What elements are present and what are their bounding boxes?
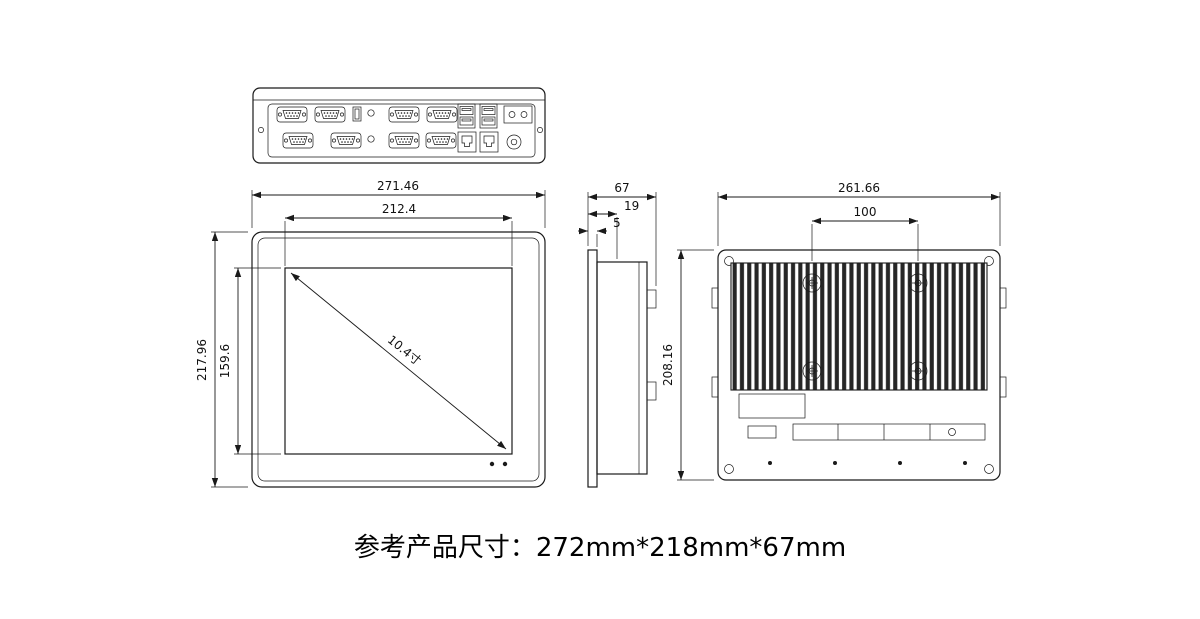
front-view: 10.4寸 271.46 212.4 217.96 (195, 179, 546, 488)
dim-front-overall-width: 271.46 (251, 179, 546, 228)
svg-text:271.46: 271.46 (377, 179, 419, 193)
svg-text:217.96: 217.96 (195, 339, 209, 381)
corner-screw-icon (984, 256, 994, 266)
mount-clamp (646, 289, 657, 309)
dc-power-jack (506, 134, 522, 150)
terminal-block (503, 105, 533, 124)
bottom-screw-icon (768, 461, 772, 465)
screen-area (284, 267, 513, 455)
db9-serial-port (314, 106, 346, 123)
reference-size-caption: 参考产品尺寸：272mm*218mm*67mm (354, 533, 846, 563)
db9-serial-port (425, 132, 457, 149)
svg-text:208.16: 208.16 (661, 344, 675, 386)
indicator-led-icon (502, 461, 508, 467)
audio-jack-icon (367, 109, 375, 117)
db9-serial-port (426, 106, 458, 123)
panel-screw-icon (258, 127, 264, 133)
svg-text:100: 100 (854, 205, 877, 219)
svg-text:212.4: 212.4 (382, 202, 416, 216)
db9-serial-port (282, 132, 314, 149)
svg-text:5: 5 (613, 216, 621, 230)
dim-back-overall-height: 208.16 (661, 249, 714, 481)
usb-port-stack (479, 103, 498, 129)
bottom-io-cutouts (747, 423, 986, 441)
side-view: 67 19 5 (578, 181, 657, 488)
dim-back-hole-spacing: 100 (811, 205, 919, 261)
rj45-ethernet-port (457, 131, 477, 153)
label-plate (738, 393, 806, 419)
rj45-ethernet-port (479, 131, 499, 153)
side-bezel (587, 249, 598, 488)
back-view: 261.66 100 208.16 (661, 181, 1007, 481)
dim-front-screen-height: 159.6 (218, 267, 281, 455)
dim-side-depth: 67 (587, 181, 657, 286)
vesa-mount-hole (908, 273, 928, 293)
dim-screen-diagonal: 10.4寸 (385, 333, 424, 368)
display-port (352, 106, 362, 122)
mount-clamp (646, 381, 657, 401)
side-body (596, 261, 648, 475)
vesa-mount-hole (908, 361, 928, 381)
dim-back-overall-width: 261.66 (717, 181, 1001, 246)
panel-screw-icon (537, 127, 543, 133)
dim-side-mount-depth: 19 (588, 199, 639, 259)
dim-front-screen-width: 212.4 (284, 202, 513, 266)
svg-text:19: 19 (624, 199, 639, 213)
corner-screw-icon (984, 464, 994, 474)
db9-serial-port (330, 132, 362, 149)
svg-text:67: 67 (614, 181, 629, 195)
corner-screw-icon (724, 464, 734, 474)
usb-port-stack (457, 103, 476, 129)
bottom-screw-icon (833, 461, 837, 465)
corner-screw-icon (724, 256, 734, 266)
diagonal-line (290, 272, 507, 450)
audio-jack-icon (367, 135, 375, 143)
vesa-mount-hole (802, 273, 822, 293)
dim-side-bezel: 5 (578, 216, 621, 247)
heatsink-fins (730, 262, 988, 391)
db9-serial-port (388, 106, 420, 123)
db9-serial-port (276, 106, 308, 123)
db9-serial-port (388, 132, 420, 149)
vesa-mount-hole (802, 361, 822, 381)
indicator-led-icon (489, 461, 495, 467)
io-panel-view (252, 87, 546, 164)
svg-text:261.66: 261.66 (838, 181, 880, 195)
bottom-screw-icon (898, 461, 902, 465)
dim-front-overall-height: 217.96 (195, 231, 248, 488)
bottom-screw-icon (963, 461, 967, 465)
svg-text:159.6: 159.6 (218, 344, 232, 378)
